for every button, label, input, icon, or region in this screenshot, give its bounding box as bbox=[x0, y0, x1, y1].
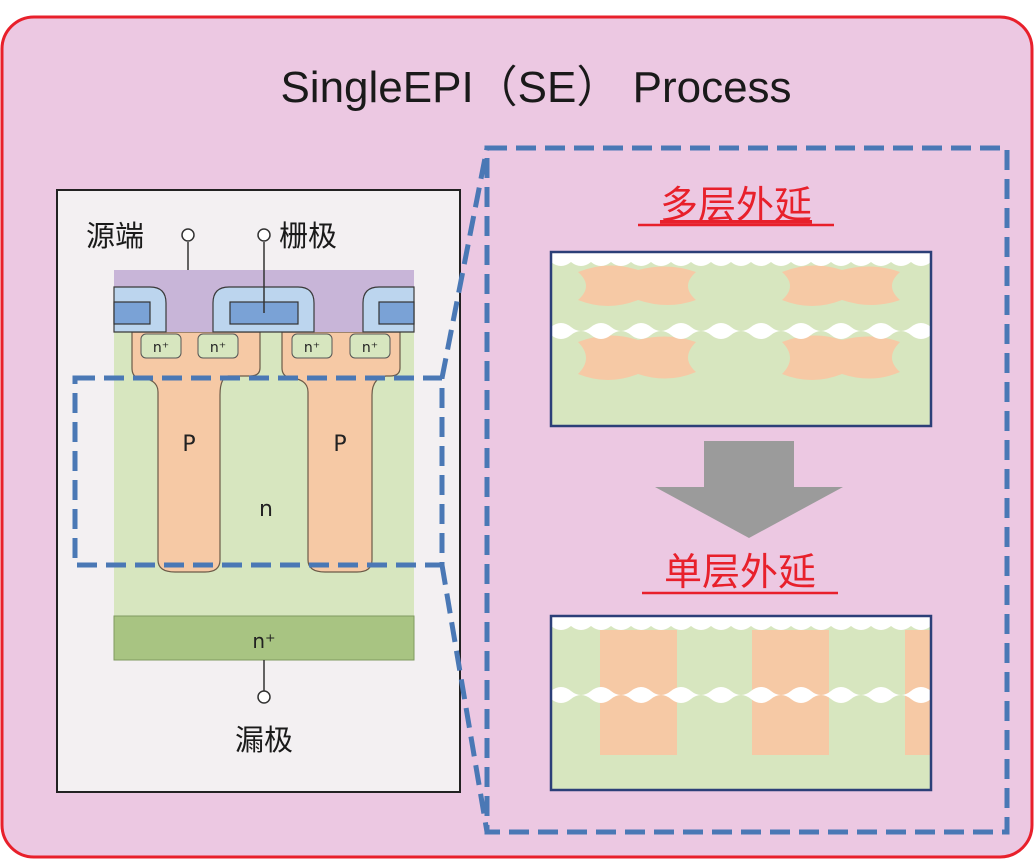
interface-wave bbox=[551, 687, 931, 703]
interface-wave bbox=[551, 252, 931, 266]
gate-terminal bbox=[257, 228, 271, 242]
n-plus-label: n⁺ bbox=[153, 340, 169, 356]
n-plus-label: n⁺ bbox=[304, 340, 320, 356]
n-plus-contacts: n⁺ n⁺ n⁺ n⁺ bbox=[140, 333, 391, 359]
interface-wave bbox=[551, 616, 931, 630]
drain-label: 漏极 bbox=[235, 723, 293, 757]
p-blob bbox=[578, 335, 696, 380]
device-cross-section: n⁺ n⁺ n⁺ n⁺ 源端 栅极 漏极 P P n bbox=[56, 189, 461, 793]
page-title: SingleEPI（SE） Process bbox=[280, 63, 791, 112]
multi-layer-frame bbox=[549, 250, 933, 428]
multi-layer-title: 多层外延 bbox=[660, 183, 812, 227]
zoom-connector-top bbox=[439, 147, 490, 379]
p-blob bbox=[578, 265, 696, 306]
n-label: n bbox=[259, 497, 273, 522]
single-layer-frame bbox=[549, 614, 933, 792]
terminals bbox=[181, 228, 271, 704]
p-label-right: P bbox=[333, 432, 346, 457]
n-plus-label: n⁺ bbox=[362, 340, 378, 356]
zoom-detail-box bbox=[484, 145, 1010, 835]
drain-terminal bbox=[257, 690, 271, 704]
zoom-connector-bottom bbox=[439, 564, 490, 833]
down-arrow-icon bbox=[655, 441, 843, 538]
source-terminal bbox=[181, 228, 195, 242]
single-layer-diagram bbox=[549, 614, 933, 792]
p-blob bbox=[782, 335, 900, 380]
p-blob bbox=[782, 265, 900, 306]
multi-layer-diagram bbox=[549, 250, 933, 428]
p-label-left: P bbox=[182, 432, 195, 457]
gate-label: 栅极 bbox=[279, 219, 337, 253]
zoom-region-box bbox=[72, 375, 445, 568]
n-plus-label: n⁺ bbox=[210, 340, 226, 356]
interface-wave bbox=[551, 323, 931, 339]
substrate-label: n⁺ bbox=[252, 629, 275, 653]
substrate-region bbox=[113, 615, 415, 661]
source-label: 源端 bbox=[86, 219, 144, 253]
single-layer-title: 单层外延 bbox=[664, 550, 816, 594]
